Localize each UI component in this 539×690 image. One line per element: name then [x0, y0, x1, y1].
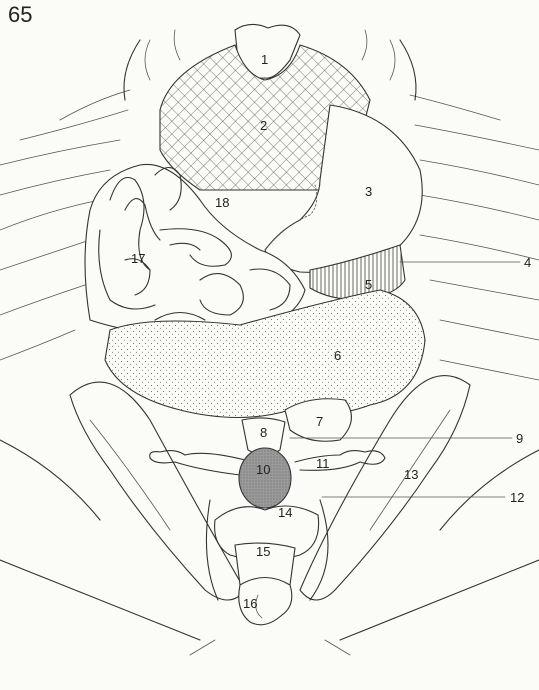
- label-5: 5: [365, 277, 372, 292]
- label-14: 14: [278, 505, 292, 520]
- label-9: 9: [516, 431, 523, 446]
- label-15: 15: [256, 544, 270, 559]
- left-horn: [150, 451, 245, 475]
- label-18: 18: [215, 195, 229, 210]
- label-13: 13: [404, 467, 418, 482]
- label-8: 8: [260, 425, 267, 440]
- label-12: 12: [510, 490, 524, 505]
- label-1: 1: [261, 52, 268, 67]
- label-7: 7: [316, 414, 323, 429]
- label-6: 6: [334, 348, 341, 363]
- label-11: 11: [316, 456, 330, 471]
- figure-number: 65: [8, 2, 32, 28]
- label-16: 16: [243, 596, 257, 611]
- right-horn: [295, 451, 385, 471]
- label-2: 2: [260, 118, 267, 133]
- label-10: 10: [256, 462, 270, 477]
- label-4: 4: [524, 255, 531, 270]
- label-3: 3: [365, 184, 372, 199]
- label-17: 17: [131, 251, 145, 266]
- bladder: [239, 448, 291, 508]
